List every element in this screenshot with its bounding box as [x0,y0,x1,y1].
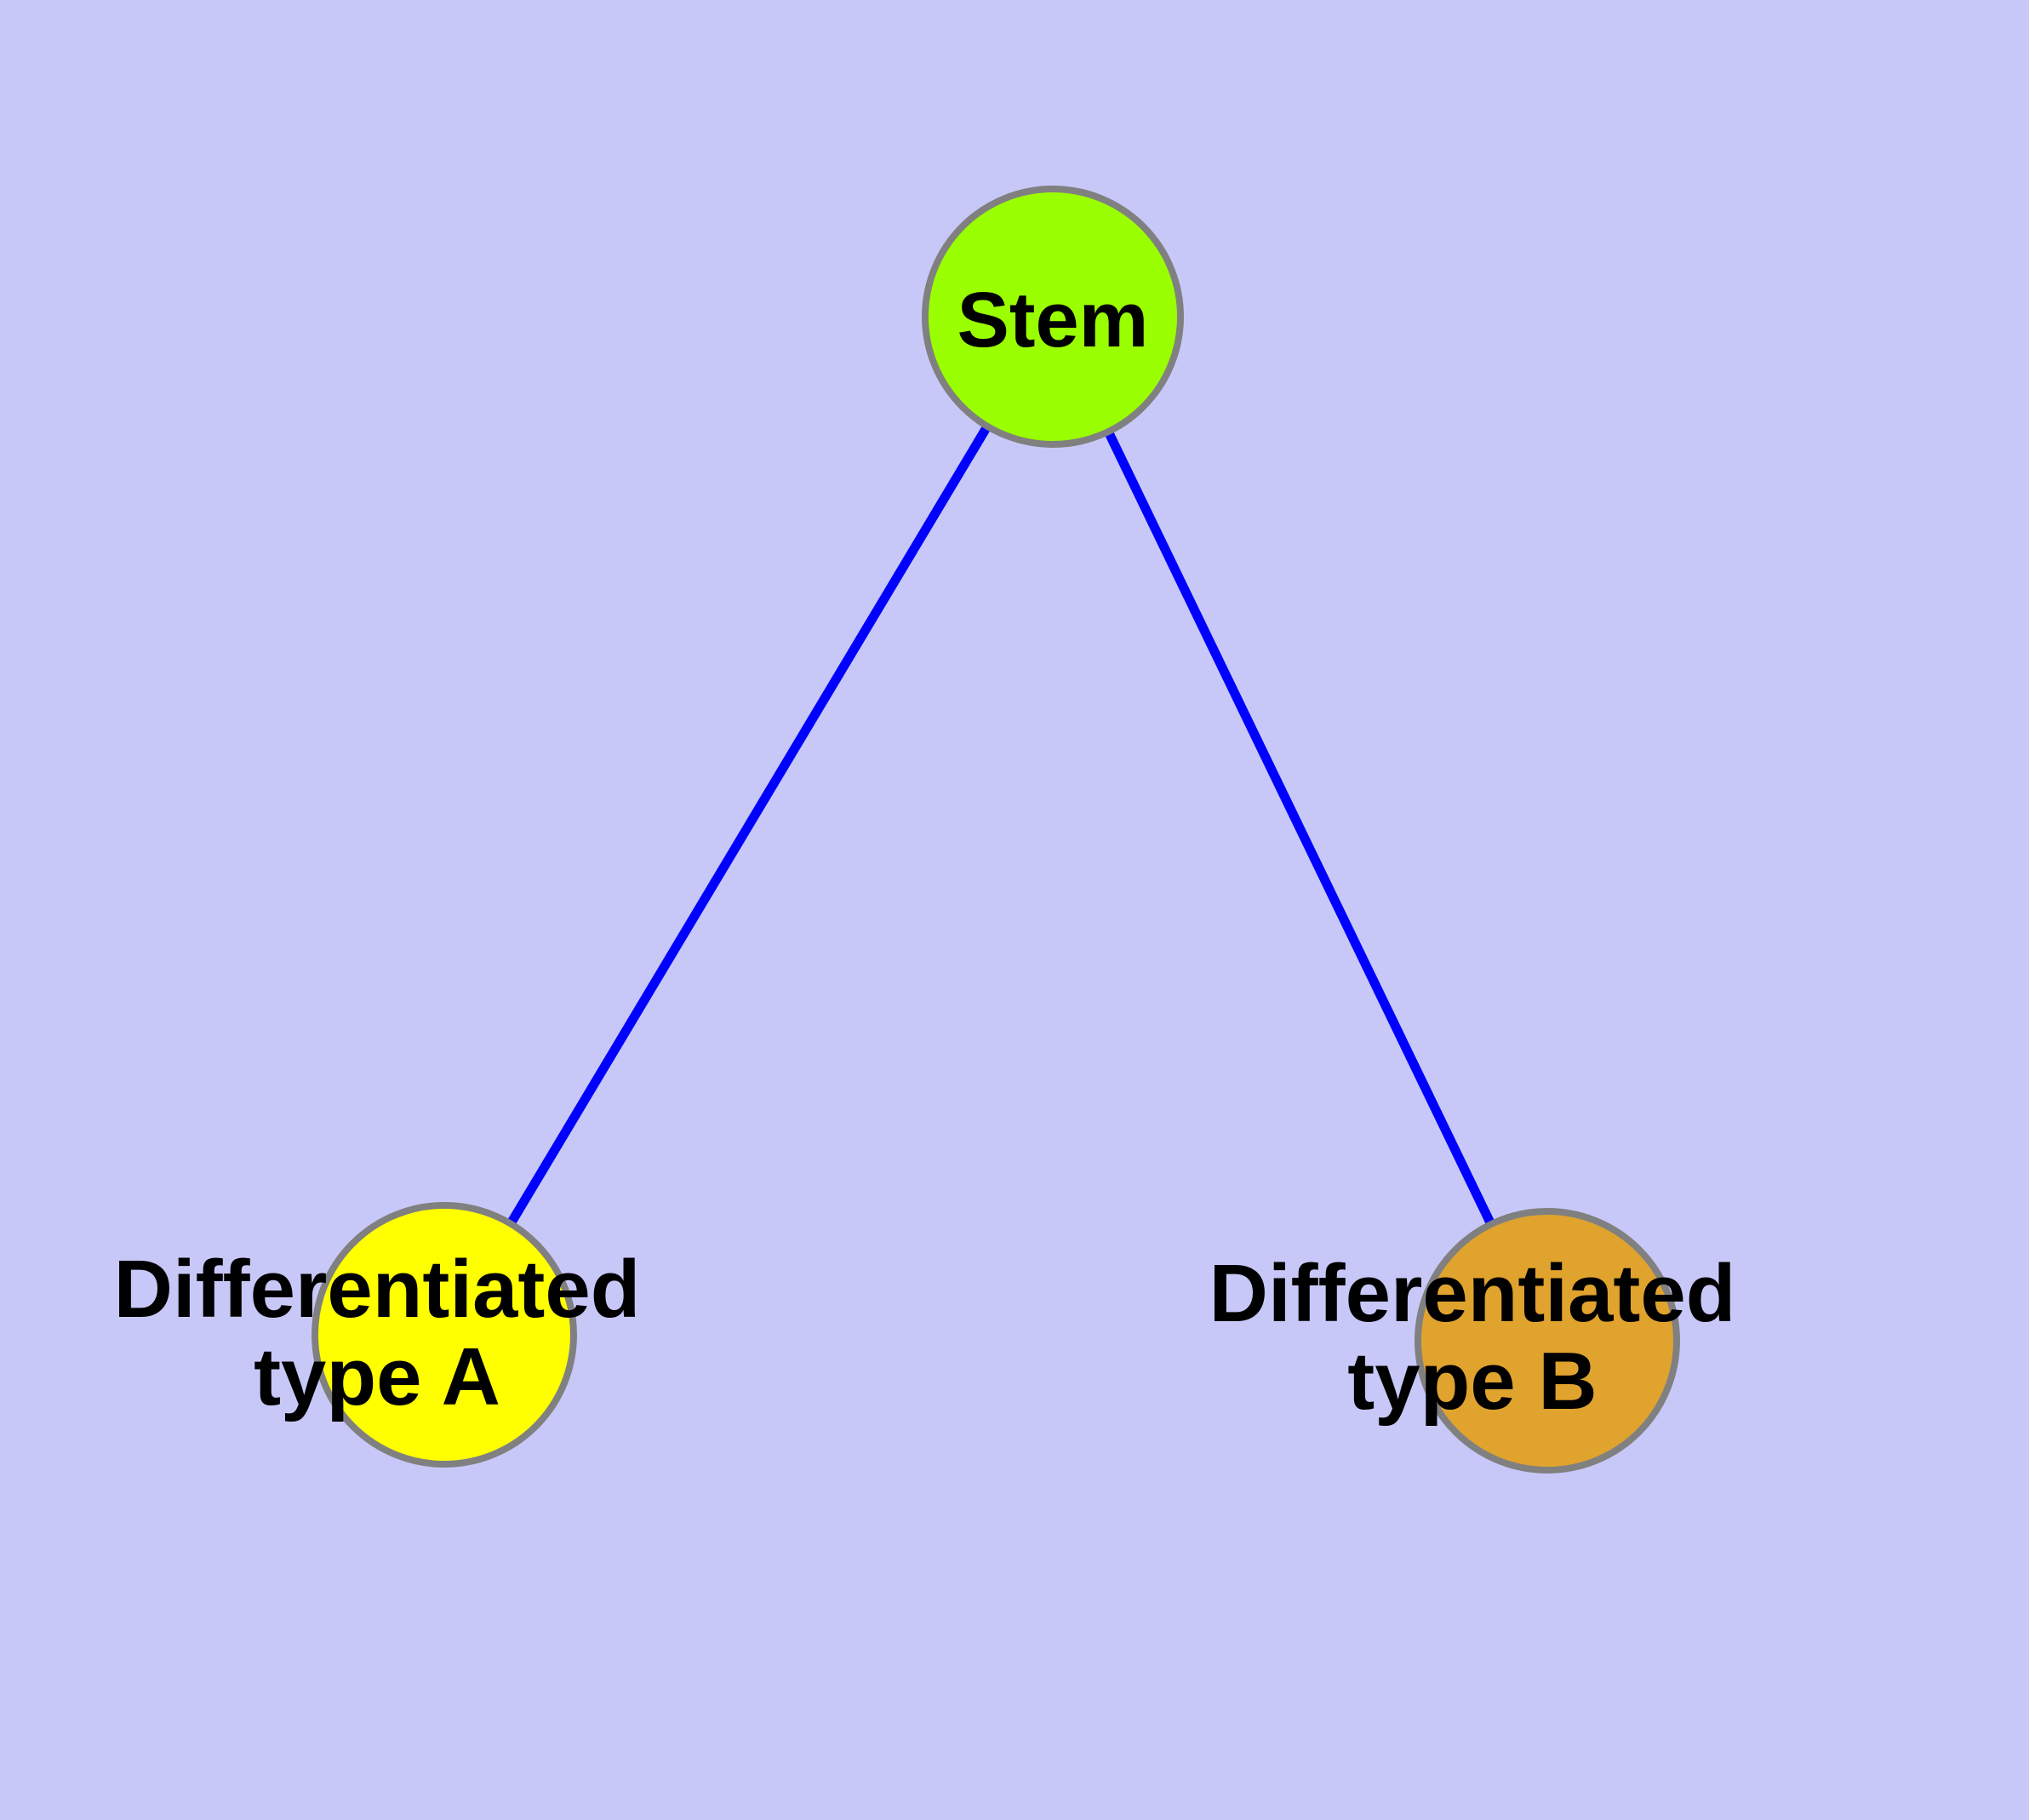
node-stem[interactable] [922,186,1184,448]
label-line: Differentiated [1209,1248,1736,1339]
label-line: type B [1347,1336,1597,1427]
node-differentiated-type-b[interactable] [1415,1208,1680,1474]
node-label-stem: Stem [957,277,1149,363]
edge-layer [440,314,1552,1343]
label-line: Differentiated [114,1244,641,1335]
node-differentiated-type-a[interactable] [311,1202,577,1468]
node-layer [311,186,1680,1474]
label-line: type A [254,1331,500,1422]
edge-stem-to-type-a[interactable] [440,314,1057,1337]
label-line: Stem [957,277,1149,363]
edge-stem-to-type-b[interactable] [1049,314,1552,1343]
